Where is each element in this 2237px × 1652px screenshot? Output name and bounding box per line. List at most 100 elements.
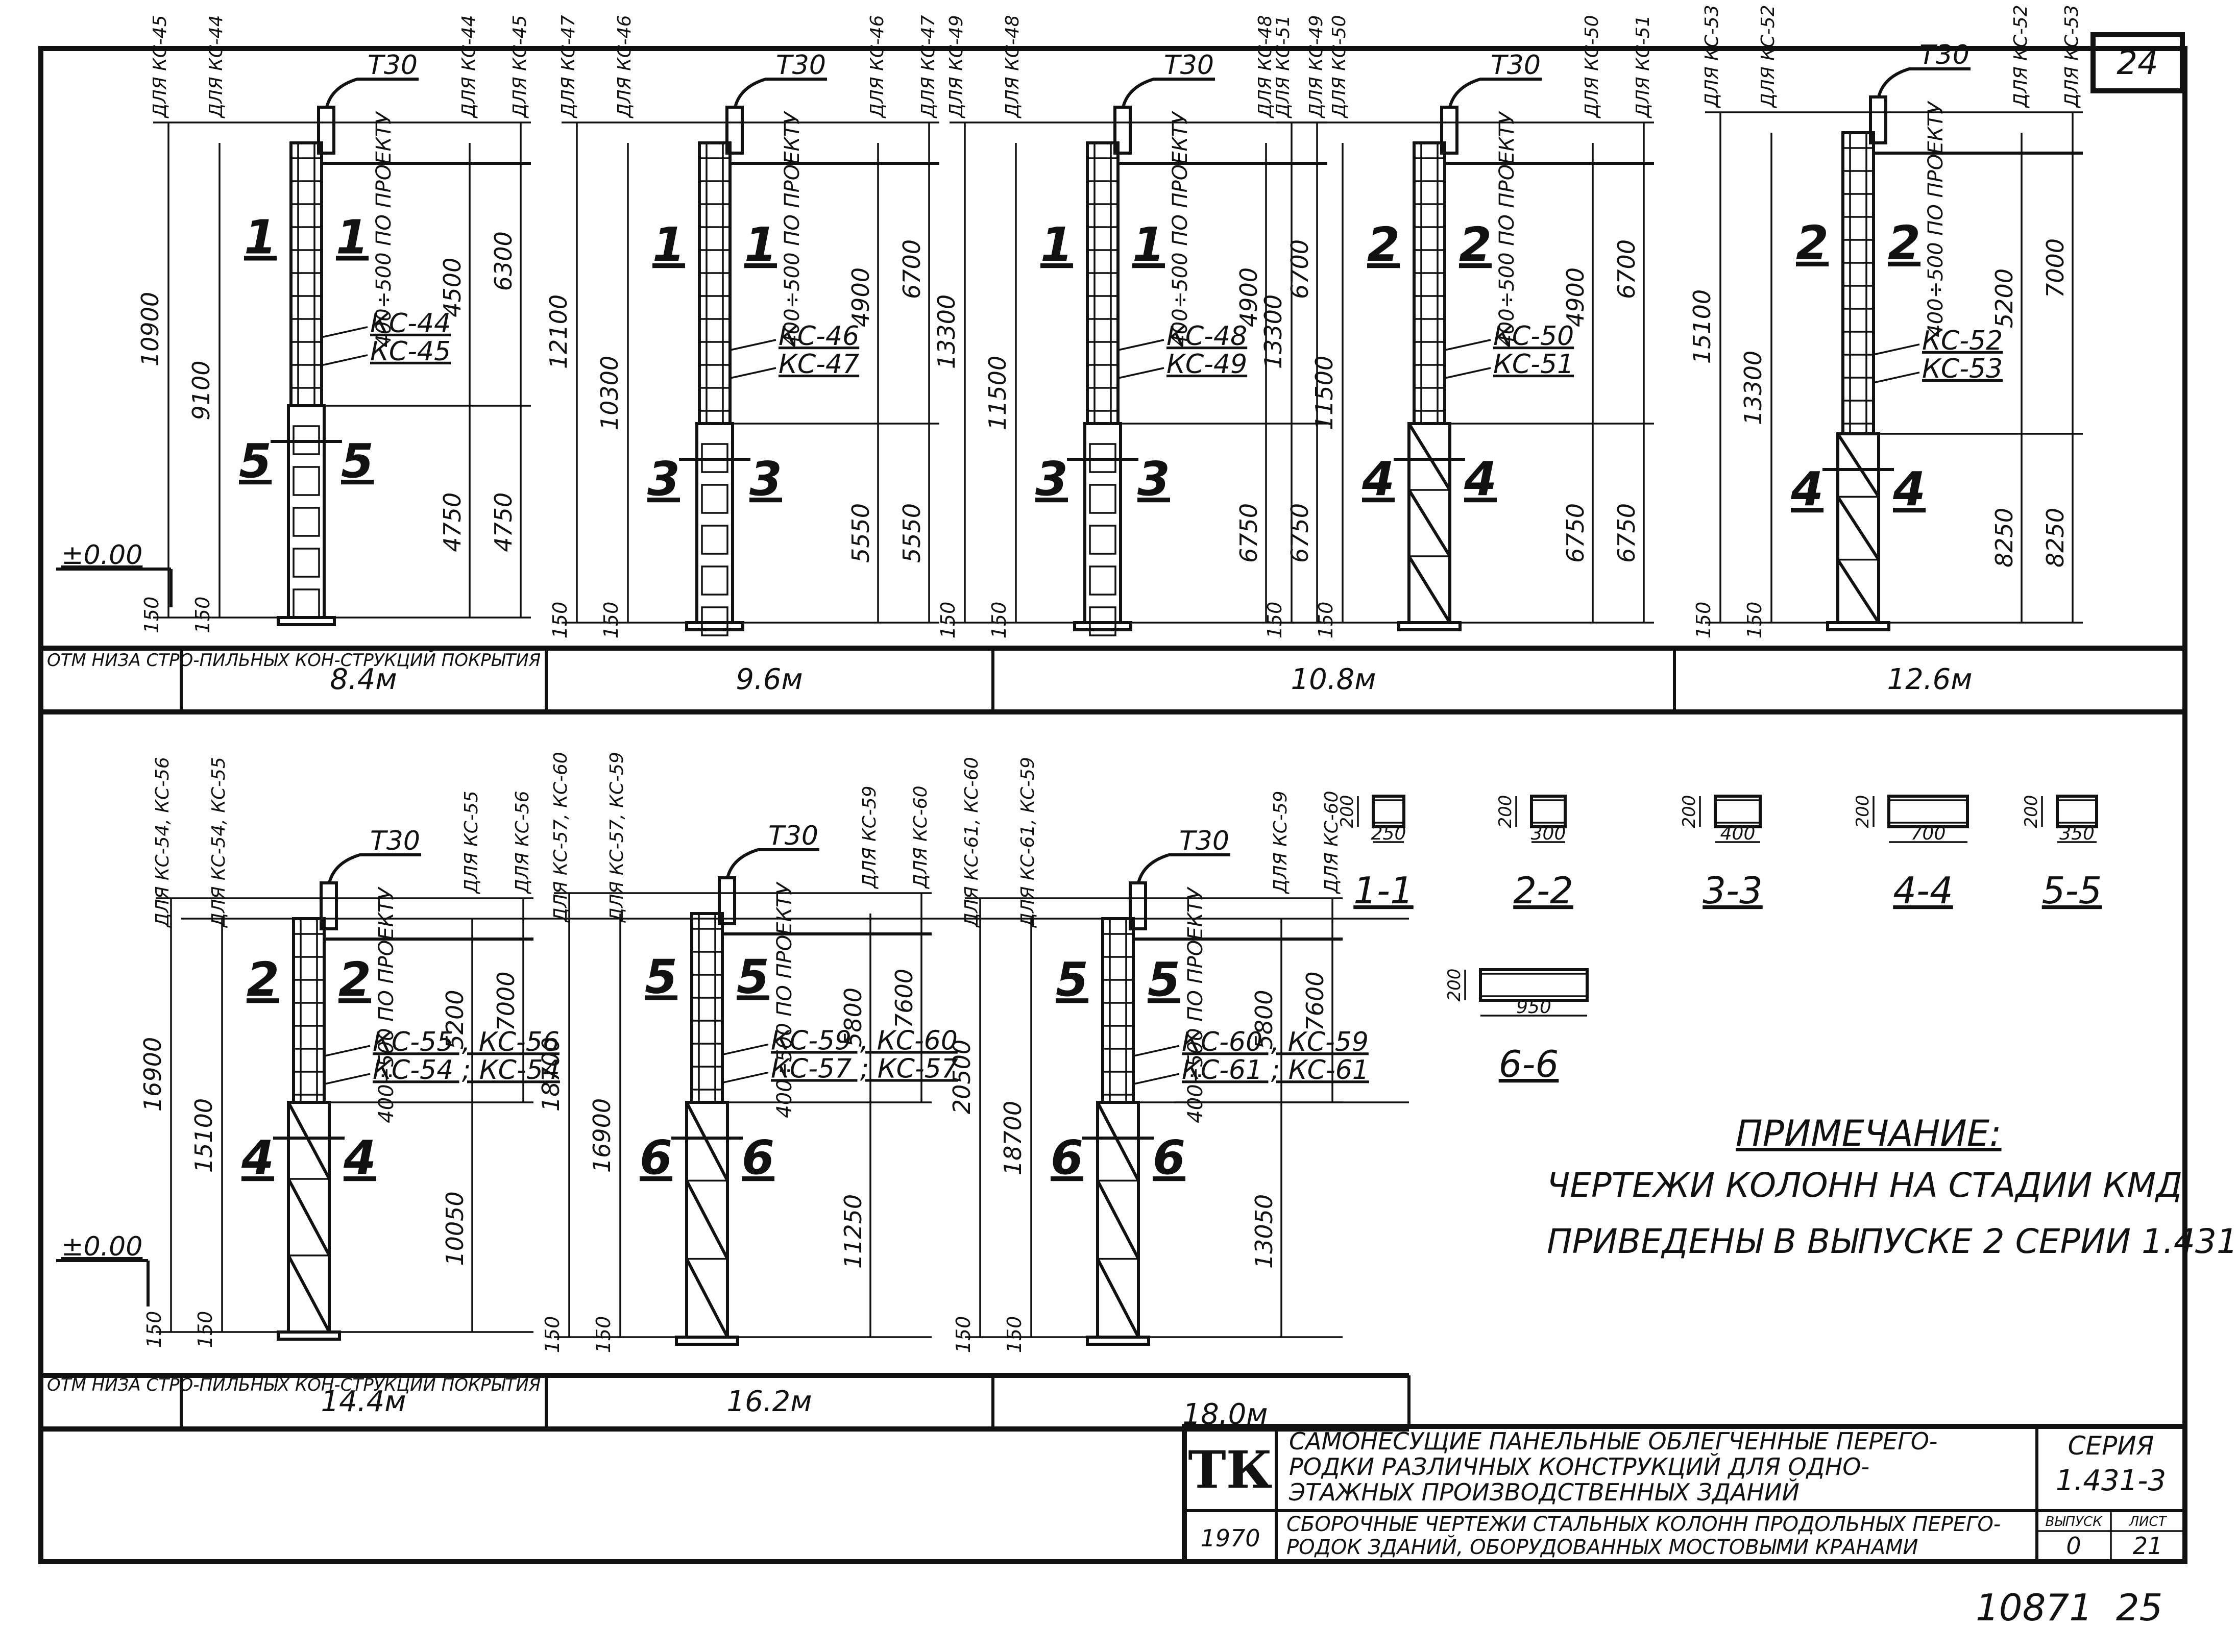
row-header-top: ОТМ НИЗА СТРО-ПИЛЬНЫХ КОН-СТРУКЦИЙ ПОКРЫ… (47, 650, 541, 671)
note-line-1: ЧЕРТЕЖИ КОЛОНН НА СТАДИИ КМД (1547, 1166, 2182, 1205)
base-plate (1086, 1336, 1150, 1346)
brand-label: КС-55 , КС-56 (373, 1027, 560, 1057)
section-mark-lower-left: 3 (1035, 452, 1068, 506)
section-outline (2056, 795, 2098, 828)
base-plate (1073, 621, 1132, 631)
dim-upper-2: 6700 (898, 239, 926, 299)
dim-total: 13300 (933, 294, 960, 369)
brand-label: КС-50 (1493, 321, 1574, 352)
t30-stub (1113, 106, 1132, 155)
dim-upper-1: 5800 (839, 988, 867, 1047)
dim-total: 10900 (136, 292, 164, 366)
section-mark-lower-left: 3 (647, 452, 680, 506)
dim-lower-1: 6750 (1562, 503, 1589, 563)
section-height: 200 (1444, 969, 1465, 1002)
dim-base: 150 (143, 1311, 165, 1348)
brand-label: КС-44 (370, 308, 451, 339)
height-10-8: 10.8м (1291, 663, 1376, 696)
sheet-number-box (2090, 32, 2185, 93)
dim-upper-2: 6700 (1613, 239, 1640, 299)
base-plate (685, 621, 744, 631)
top-tag: ДЛЯ КС-50 (1582, 15, 1602, 118)
top-tag: ДЛЯ КС-44 (206, 15, 227, 118)
dim-lower-1: 13050 (1250, 1194, 1278, 1269)
sheet-number: 24 (2117, 44, 2158, 82)
dim-mid: 9100 (187, 360, 215, 420)
sheet-label: ЛИСТ (2128, 1514, 2167, 1530)
top-tag: ДЛЯ КС-46 (614, 15, 635, 118)
dim-total: 15100 (1688, 289, 1716, 364)
top-tag: ДЛЯ КС-48 (1002, 15, 1023, 118)
t30-label: Т30 (768, 821, 818, 851)
brand-label: КС-53 (1922, 354, 2003, 384)
top-tag: ДЛЯ КС-49 (1306, 15, 1327, 118)
top-tag: ДЛЯ КС-61, КС-59 (1017, 757, 1038, 928)
opening-note: 400÷500 ПО ПРОЕКТУ (1924, 101, 1948, 337)
section-width: 250 (1371, 823, 1406, 844)
section-width: 950 (1516, 997, 1551, 1018)
section-label: 2-2 (1513, 869, 1573, 912)
dim-upper-1: 5200 (1990, 268, 2018, 328)
dim-base: 150 (1692, 602, 1715, 639)
t30-stub (317, 106, 335, 155)
section-mark-upper-left: 5 (1056, 952, 1088, 1007)
title-line-1: САМОНЕСУЩИЕ ПАНЕЛЬНЫЕ ОБЛЕГЧЕННЫЕ ПЕРЕГО… (1289, 1427, 1938, 1455)
zero-mark-bottom: ±0.00 (56, 1231, 150, 1306)
top-tag: ДЛЯ КС-52 (2010, 5, 2031, 108)
dim-upper-2: 6700 (1286, 239, 1314, 299)
dim-total: 20500 (948, 1040, 976, 1114)
section-mark-lower-left: 6 (640, 1130, 672, 1185)
top-tag: ДЛЯ КС-59 (1270, 791, 1291, 894)
column-upper-shaft (1413, 141, 1446, 425)
dim-base: 150 (140, 597, 163, 634)
t30-stub (725, 106, 744, 155)
svg-text:±0.00: ±0.00 (61, 540, 142, 571)
dim-upper-1: 5800 (1250, 990, 1278, 1049)
section-mark-upper-right: 1 (1132, 217, 1165, 272)
top-tag: ДЛЯ КС-53 (1701, 5, 1722, 108)
title-line-3: ЭТАЖНЫХ ПРОИЗВОДСТВЕННЫХ ЗДАНИЙ (1288, 1478, 1800, 1506)
t30-stub (1440, 106, 1458, 155)
brand-label: КС-54 ; КС-54 (373, 1055, 560, 1086)
section-mark-upper-left: 1 (1040, 217, 1073, 272)
opening-note: 400÷500 ПО ПРОЕКТУ (773, 881, 796, 1118)
dim-base-2: 150 (592, 1316, 615, 1353)
dim-total: 13300 (1259, 294, 1287, 369)
brand-label: КС-61 ; КС-61 (1182, 1055, 1369, 1086)
opening-note: 400÷500 ПО ПРОЕКТУ (1495, 111, 1519, 348)
brand-label: КС-59 , КС-60 (771, 1025, 958, 1056)
brand-label: КС-45 (370, 336, 451, 367)
height-8-4: 8.4м (330, 663, 397, 696)
top-tag: ДЛЯ КС-45 (150, 15, 171, 118)
note-line-2: ПРИВЕДЕНЫ В ВЫПУСКЕ 2 СЕРИИ 1.431-2. (1547, 1222, 2237, 1261)
top-tag: ДЛЯ КС-54, КС-55 (208, 757, 229, 928)
column-upper-shaft (1101, 917, 1135, 1104)
dim-upper-2: 7000 (2041, 238, 2069, 298)
section-mark-lower-right: 3 (1137, 452, 1170, 506)
t30-label: Т30 (776, 50, 826, 81)
section-mark-upper-left: 5 (645, 949, 677, 1004)
note-block: ПРИМЕЧАНИЕ: ЧЕРТЕЖИ КОЛОНН НА СТАДИИ КМД… (1547, 1113, 2237, 1261)
section-mark-lower-left: 5 (239, 434, 272, 488)
top-tag: ДЛЯ КС-53 (2061, 5, 2082, 108)
section-height: 200 (2021, 795, 2041, 828)
top-tag: ДЛЯ КС-60 (910, 785, 931, 889)
t30-label: Т30 (368, 50, 418, 81)
brand-label: КС-52 (1922, 326, 2003, 356)
top-tag: ДЛЯ КС-61, КС-60 (961, 757, 982, 928)
dim-lower-1: 11250 (839, 1194, 867, 1269)
title-block: ТК 1970 САМОНЕСУЩИЕ ПАНЕЛЬНЫЕ ОБЛЕГЧЕННЫ… (1182, 1424, 2187, 1564)
top-tag: ДЛЯ КС-59 (859, 785, 880, 889)
brand-label: КС-57 ; КС-57 (771, 1053, 958, 1084)
issue-value: 0 (2066, 1532, 2081, 1560)
base-plate (277, 1330, 341, 1341)
svg-text:±0.00: ±0.00 (61, 1231, 142, 1262)
opening-note: 400÷500 ПО ПРОЕКТУ (781, 111, 804, 348)
dim-base-2: 150 (1743, 602, 1766, 639)
